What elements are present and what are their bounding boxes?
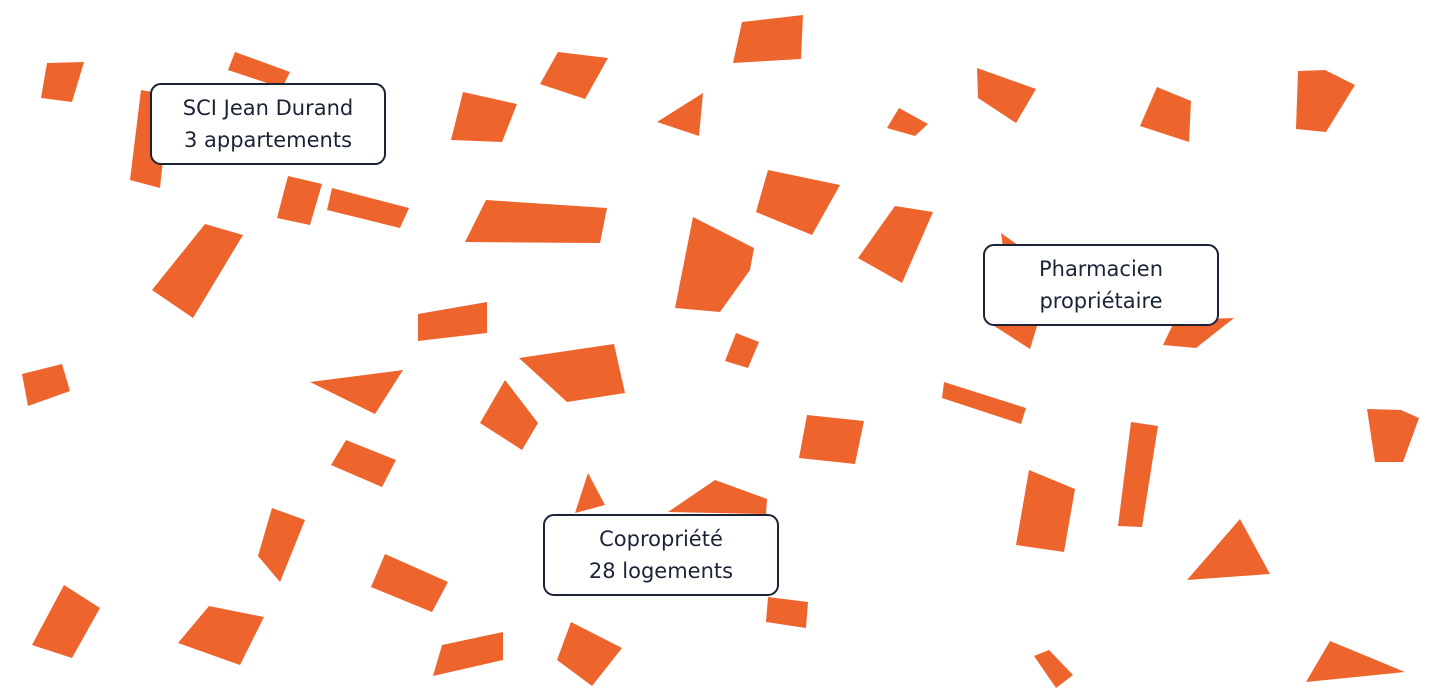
parcel-shape bbox=[152, 224, 243, 318]
parcel-shape bbox=[258, 508, 305, 582]
parcel-shape bbox=[977, 68, 1036, 123]
parcel-shape bbox=[32, 585, 100, 658]
parcel-shape bbox=[465, 200, 607, 243]
parcel-shape bbox=[1140, 87, 1191, 142]
parcel-shape bbox=[858, 206, 933, 283]
parcel-shape bbox=[1118, 422, 1158, 527]
parcel-shape bbox=[766, 597, 808, 628]
owner-label-copropriete: Copropriété 28 logements bbox=[543, 514, 779, 596]
parcel-shape bbox=[451, 92, 517, 142]
parcel-shape bbox=[228, 52, 290, 88]
parcel-shape bbox=[1034, 650, 1073, 688]
owner-label-name: SCI Jean Durand bbox=[182, 96, 354, 120]
parcel-shape bbox=[433, 632, 503, 676]
owner-label-pharmacien: Pharmacien propriétaire bbox=[983, 244, 1219, 326]
parcel-shape bbox=[519, 344, 625, 402]
parcel-shape bbox=[1016, 470, 1075, 552]
parcel-shape bbox=[41, 62, 84, 102]
parcel-shapes bbox=[22, 15, 1419, 688]
parcel-shape bbox=[799, 415, 864, 464]
parcel-shape bbox=[371, 554, 448, 612]
parcel-shape bbox=[733, 15, 803, 63]
parcel-shape bbox=[675, 217, 754, 312]
parcel-shape bbox=[1296, 70, 1355, 132]
parcel-shape bbox=[1306, 641, 1405, 682]
owner-label-sci-jean-durand: SCI Jean Durand 3 appartements bbox=[150, 83, 386, 165]
parcel-shape bbox=[657, 93, 703, 136]
parcel-shape bbox=[1187, 519, 1270, 580]
parcel-shape bbox=[327, 188, 409, 228]
parcel-shape bbox=[178, 606, 264, 665]
owner-label-name: Pharmacien bbox=[1038, 257, 1164, 281]
parcel-shape bbox=[887, 108, 928, 136]
parcel-shape bbox=[557, 622, 622, 686]
parcel-shape bbox=[418, 302, 487, 341]
parcel-shape bbox=[1367, 409, 1419, 462]
parcel-shape bbox=[668, 480, 767, 514]
owner-label-detail: 3 appartements bbox=[183, 128, 353, 152]
parcel-shape bbox=[22, 364, 70, 406]
parcel-shape bbox=[480, 380, 538, 450]
owner-label-detail: 28 logements bbox=[588, 559, 734, 583]
parcel-shape bbox=[310, 370, 403, 414]
parcel-shape bbox=[575, 473, 605, 513]
owner-label-detail: propriétaire bbox=[1039, 289, 1163, 313]
parcel-shape bbox=[756, 170, 840, 235]
parcel-shape bbox=[331, 440, 396, 487]
parcel-shape bbox=[725, 333, 759, 368]
parcel-shape bbox=[540, 52, 608, 99]
parcel-shape bbox=[277, 176, 322, 225]
owner-label-name: Copropriété bbox=[599, 527, 723, 551]
parcel-shape bbox=[942, 382, 1026, 424]
parcel-shape bbox=[985, 320, 1037, 349]
